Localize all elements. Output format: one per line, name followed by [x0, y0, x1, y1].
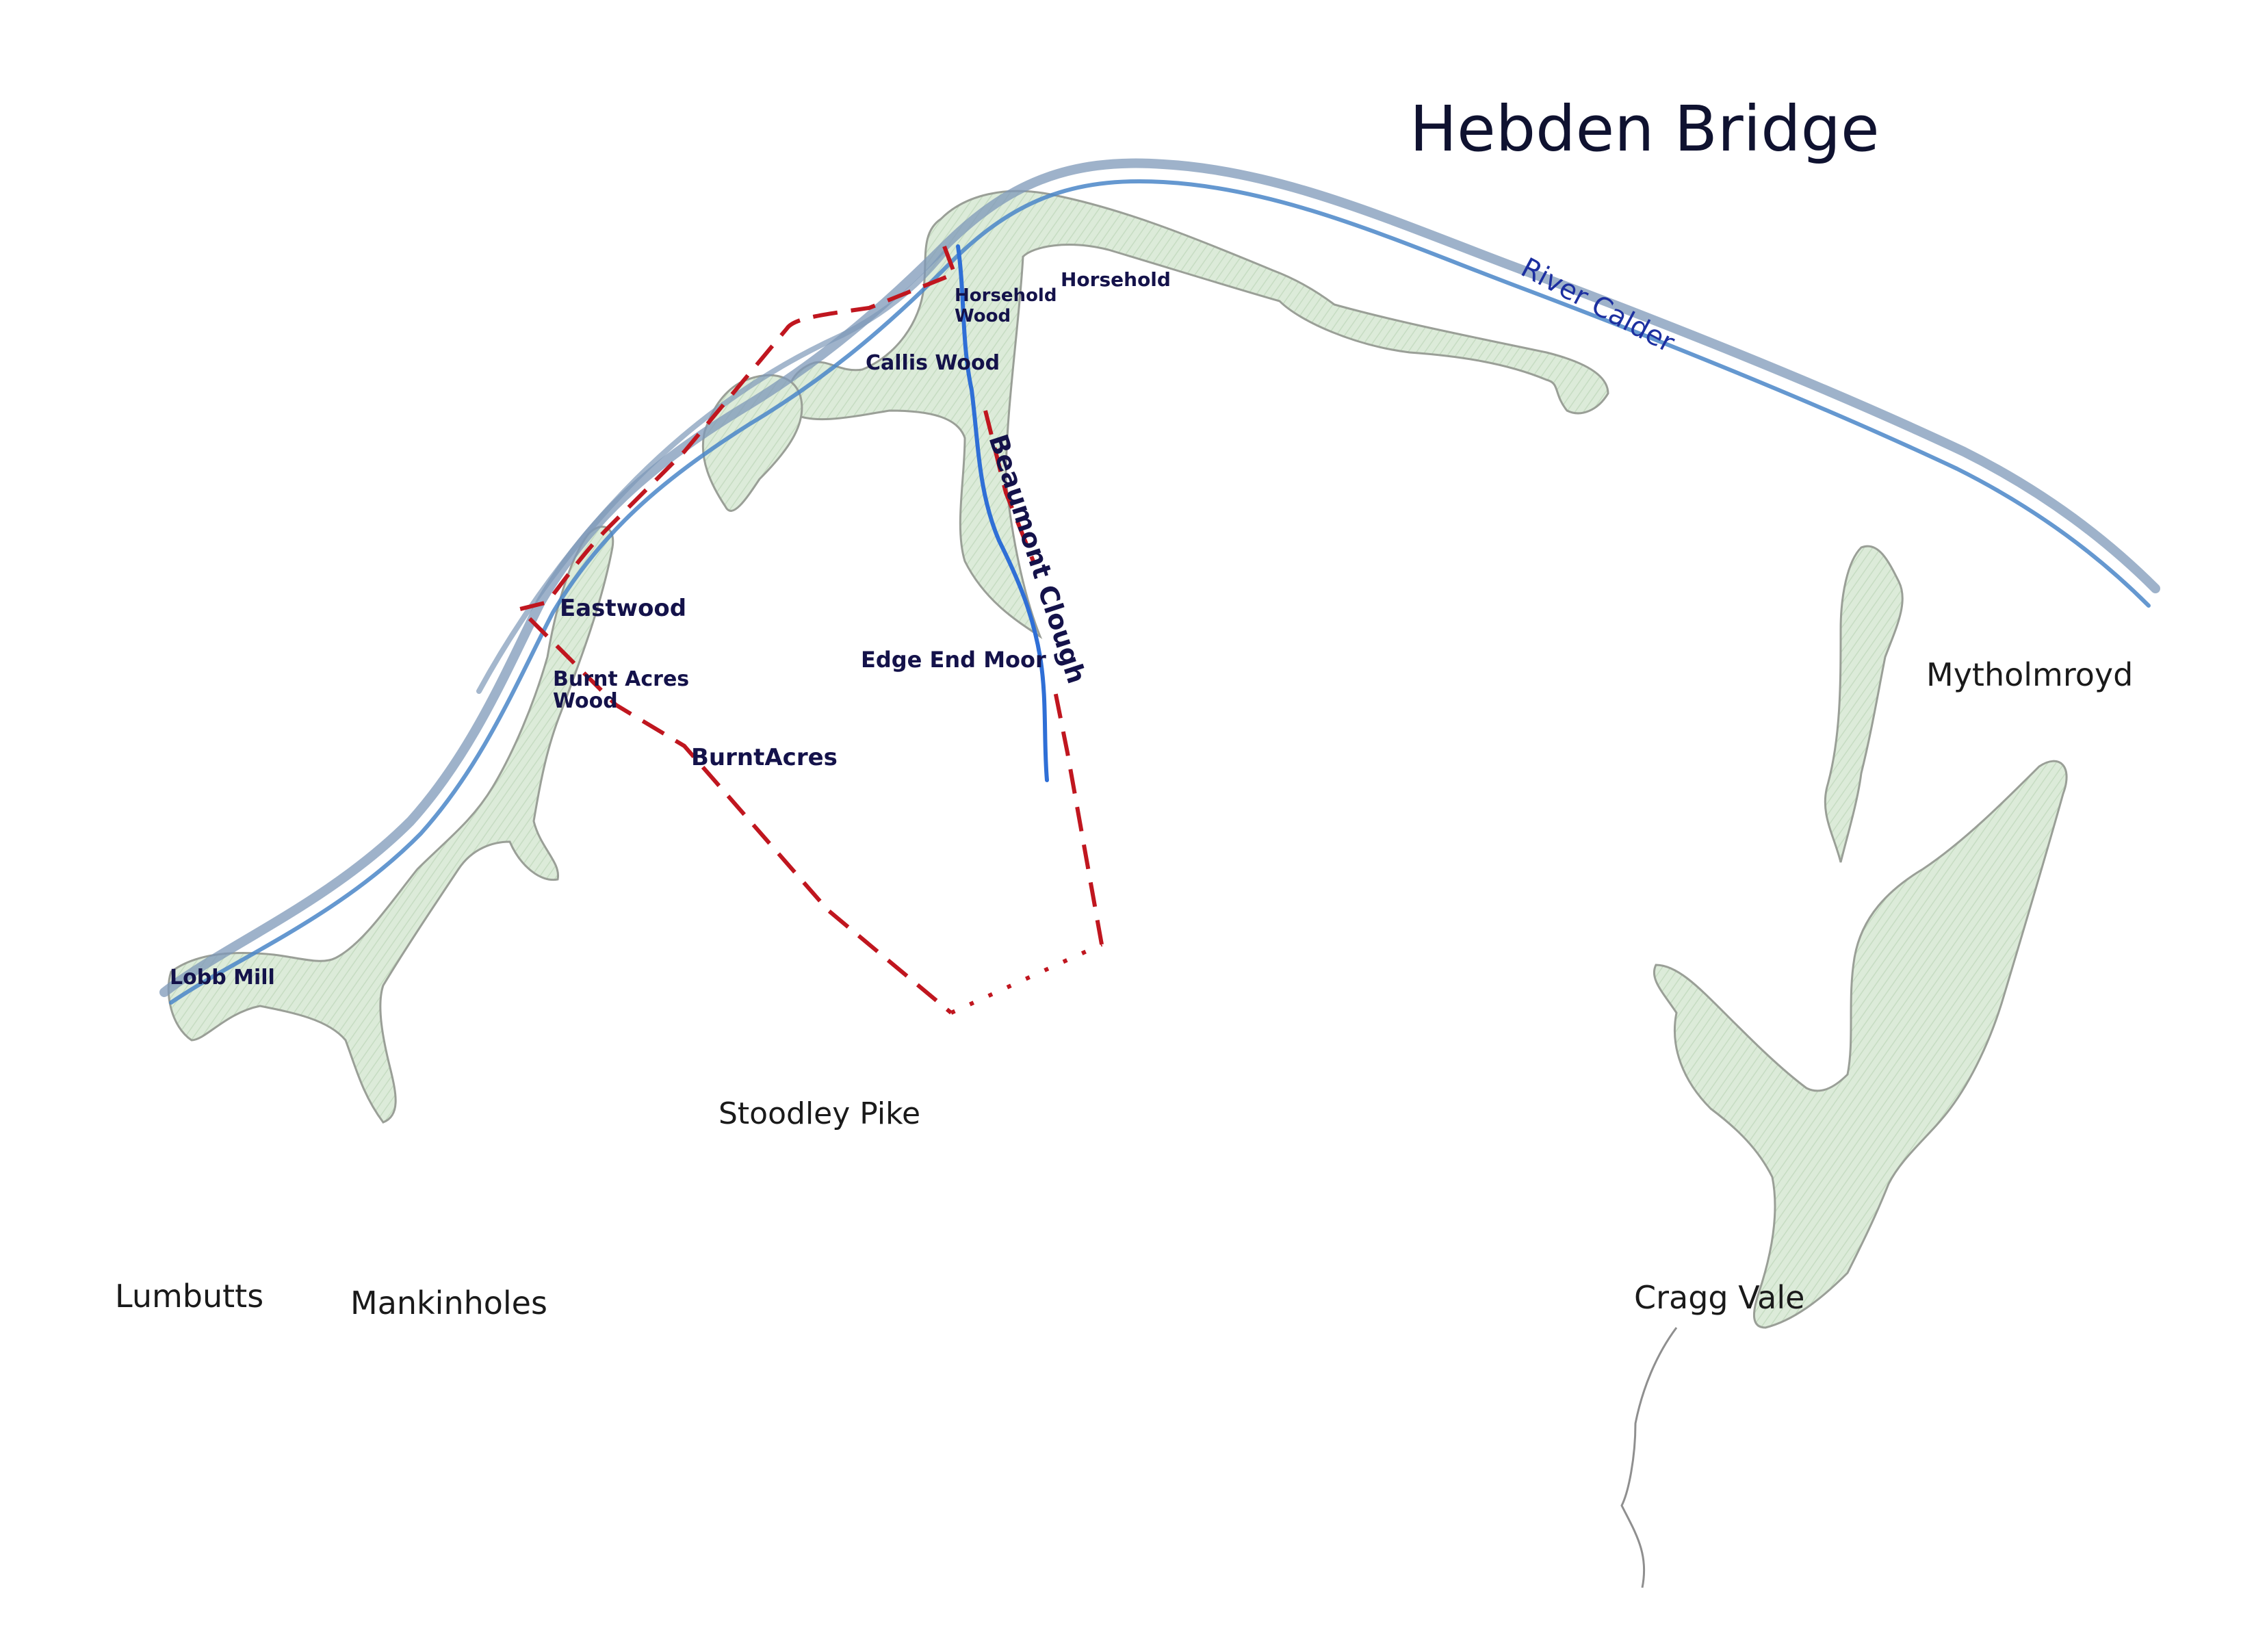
label-lobb-mill: Lobb Mill	[170, 966, 275, 990]
label-callis-wood: Callis Wood	[866, 351, 1000, 375]
map-title: Hebden Bridge	[1410, 92, 1880, 166]
label-lumbutts: Lumbutts	[115, 1278, 263, 1315]
river-calder-label: River Calder	[1516, 252, 1680, 359]
label-horsehold-wood-2: Wood	[955, 306, 1011, 326]
label-horsehold: Horsehold	[1061, 268, 1171, 291]
label-horsehold-wood-1: Horsehold	[955, 285, 1057, 306]
label-burnt-acres: BurntAcres	[691, 744, 838, 771]
label-cragg-vale: Cragg Vale	[1634, 1279, 1804, 1316]
cragg-vale-road	[1620, 1327, 1678, 1588]
woodland-eastwood	[167, 526, 614, 1124]
label-mankinholes: Mankinholes	[350, 1285, 547, 1321]
woodland-mytholmroyd-north	[1824, 545, 1904, 863]
label-mytholmroyd: Mytholmroyd	[1926, 656, 2133, 693]
boundary-line	[516, 245, 1104, 1015]
label-eastwood: Eastwood	[560, 595, 686, 622]
label-burnt-acres-wood-2: Wood	[553, 689, 618, 713]
label-stoodley-pike: Stoodley Pike	[718, 1096, 920, 1131]
river-calder	[159, 158, 2160, 1005]
woodland-cragg-vale	[1653, 760, 2068, 1329]
beaumont-clough-stream	[956, 244, 1049, 782]
label-burnt-acres-wood-1: Burnt Acres	[553, 667, 689, 691]
label-edge-end-moor: Edge End Moor	[861, 647, 1046, 673]
